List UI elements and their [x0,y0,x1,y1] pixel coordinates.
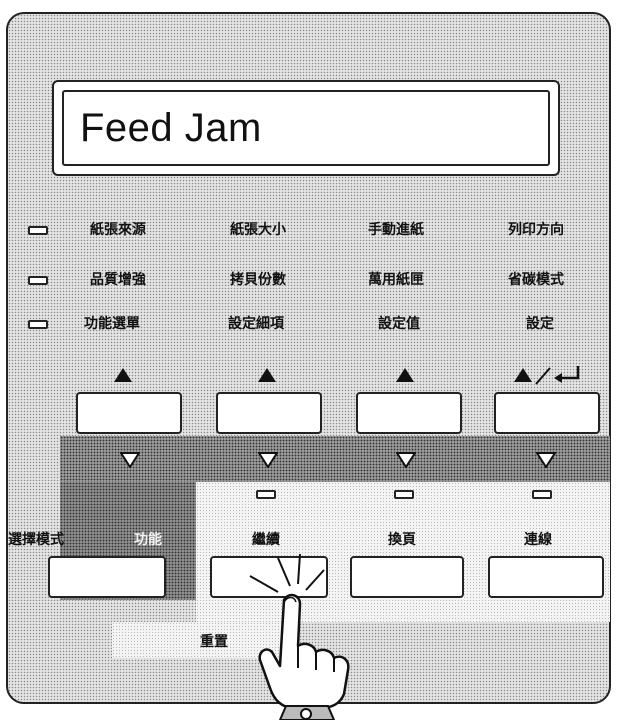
pointing-hand-icon [258,593,350,720]
up-button-4[interactable] [494,392,600,434]
form-feed-button[interactable] [350,556,464,598]
led-continue [256,490,276,499]
lcd-display [62,90,550,166]
online-button[interactable] [488,556,604,598]
up-triangle-icon [514,368,532,382]
lower-panel [196,482,610,622]
label-form-feed: 換頁 [388,532,416,548]
led-form-feed [394,490,414,499]
function-shade [60,482,196,600]
down-triangle-icon [258,452,278,468]
label-paper-source: 紙張來源 [90,222,146,238]
lcd-message: Feed Jam [80,106,262,150]
enter-arrow-icon [535,366,580,385]
led-quality [28,276,48,285]
continue-button[interactable] [210,556,328,598]
label-quality-enhance: 品質增強 [90,272,146,288]
label-select-mode: 選擇模式 [8,532,64,548]
arrow-band [60,436,610,482]
press-burst-icon [249,553,325,593]
label-mp-tray: 萬用紙匣 [368,272,424,288]
label-setting-item: 設定細項 [228,316,284,332]
up-button-3[interactable] [356,392,462,434]
label-reset: 重置 [200,634,228,650]
label-manual-feed: 手動進紙 [368,222,424,238]
label-continue: 繼續 [252,532,280,548]
label-paper-size: 紙張大小 [230,222,286,238]
led-online [532,490,552,499]
up-triangle-icon [396,368,414,382]
up-triangle-icon [114,368,132,382]
led-paper-source [28,226,48,235]
label-copies: 拷貝份數 [230,272,286,288]
label-toner-save: 省碳模式 [508,272,564,288]
label-orientation: 列印方向 [508,222,564,238]
label-function: 功能 [134,532,162,548]
label-function-menu: 功能選單 [84,316,140,332]
label-set: 設定 [526,316,554,332]
label-online: 連線 [524,532,552,548]
down-triangle-icon [536,452,556,468]
led-menu [28,320,48,329]
up-button-2[interactable] [216,392,322,434]
label-setting-value: 設定值 [378,316,420,332]
up-triangle-icon [258,368,276,382]
select-mode-button[interactable] [48,556,166,598]
down-triangle-icon [120,452,140,468]
down-triangle-icon [396,452,416,468]
up-button-1[interactable] [76,392,182,434]
reset-area [112,622,292,658]
